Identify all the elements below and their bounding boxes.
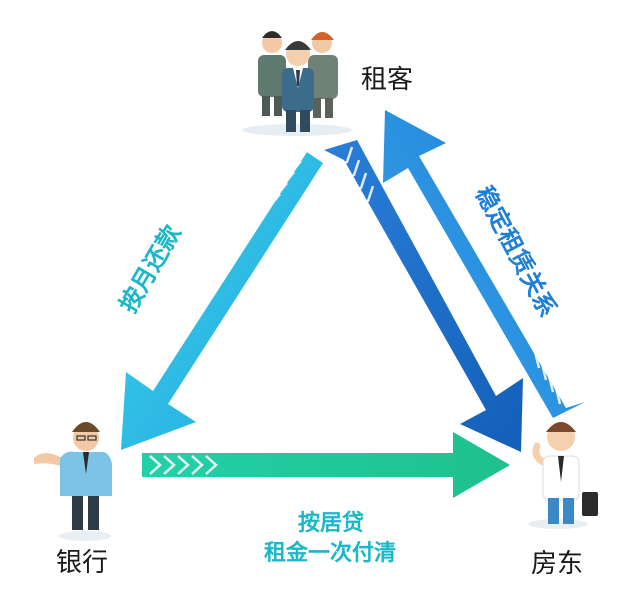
landlord-icon: [528, 422, 598, 529]
arrow-bank-to-landlord: [142, 432, 510, 498]
landlord-label: 房东: [531, 549, 584, 579]
arrow-landlord-to-tenant: [383, 110, 585, 418]
arrow-tenant-to-landlord: [324, 140, 523, 452]
bank-label: 银行: [56, 548, 109, 578]
lump-sum-line1: 按居贷: [297, 511, 364, 536]
banker-icon: [34, 422, 112, 541]
tenant-label: 租客: [361, 65, 414, 95]
lump-sum-line2: 租金一次付清: [263, 541, 396, 566]
arrow-tenant-to-bank: [121, 142, 323, 450]
tenants-group-icon: [242, 31, 352, 136]
